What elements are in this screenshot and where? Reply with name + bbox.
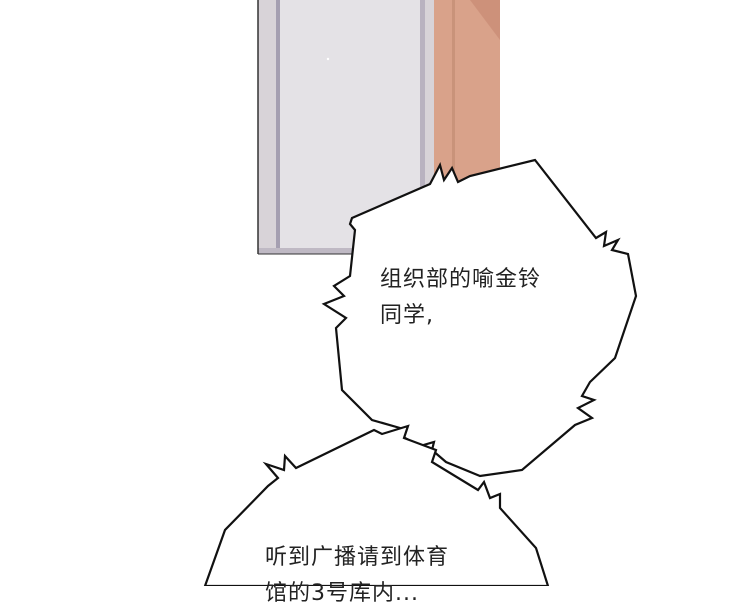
speech-line: 组织部的喻金铃 bbox=[380, 267, 542, 292]
speech-line: 听到广播请到体育 bbox=[265, 545, 450, 570]
speech-line: 馆的3号库内... bbox=[265, 581, 419, 606]
speech-bubble-2 bbox=[203, 424, 550, 586]
speech-bubble-1 bbox=[321, 158, 638, 478]
speech-line: 同学, bbox=[380, 303, 434, 328]
speech-bubble-1-text: 组织部的喻金铃 同学, bbox=[380, 262, 541, 334]
background-wall bbox=[430, 0, 500, 190]
speech-bubble-2-text: 听到广播请到体育 馆的3号库内... bbox=[265, 540, 449, 612]
comic-panel-art bbox=[203, 0, 638, 586]
